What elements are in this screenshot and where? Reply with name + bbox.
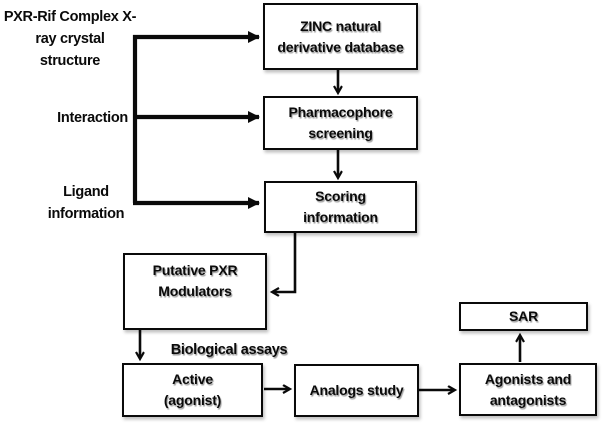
box-text-line: Scoring: [315, 188, 366, 204]
box-text-line: Agonists and: [484, 370, 572, 387]
box-text-line: Putative PXR: [152, 262, 238, 278]
box-analogs-study: Analogs study: [294, 364, 419, 417]
label-line: information: [47, 206, 125, 222]
box-text-line: Modulators: [158, 283, 232, 299]
arrow-scoring-to-putative: [273, 233, 297, 292]
box-text-line: SAR: [509, 308, 538, 324]
box-text-line: antagonists: [489, 391, 567, 408]
label-ligand-information: Ligand information: [16, 181, 156, 225]
box-text-line: screening: [308, 125, 373, 141]
label-line: structure: [39, 53, 101, 69]
box-text-line: derivative database: [277, 38, 404, 55]
box-text-line: Analogs study: [309, 382, 404, 398]
box-text-line: Pharmacophore: [288, 104, 393, 120]
label-biological-assays: Biological assays: [170, 342, 288, 358]
label-interaction: Interaction: [57, 110, 128, 126]
box-active-agonist: Active (agonist): [122, 363, 263, 417]
box-text-line: information: [303, 209, 378, 225]
label-pxr-crystal-structure: PXR-Rif Complex X- ray crystal structure: [0, 6, 140, 72]
label-line: PXR-Rif Complex X-: [3, 9, 137, 25]
box-text-line: (agonist): [163, 392, 222, 408]
box-text-line: Active: [172, 371, 213, 387]
box-text-line: ZINC natural: [300, 17, 381, 34]
box-scoring-information: Scoring information: [264, 181, 417, 233]
box-pharmacophore-screening: Pharmacophore screening: [263, 96, 418, 150]
box-zinc-database: ZINC natural derivative database: [263, 3, 418, 70]
box-agonists-antagonists: Agonists and antagonists: [459, 363, 597, 416]
label-line: Ligand: [63, 184, 109, 200]
label-line: ray crystal: [35, 31, 105, 47]
box-putative-pxr-modulators: Putative PXR Modulators: [123, 253, 267, 330]
box-sar: SAR: [459, 302, 588, 331]
